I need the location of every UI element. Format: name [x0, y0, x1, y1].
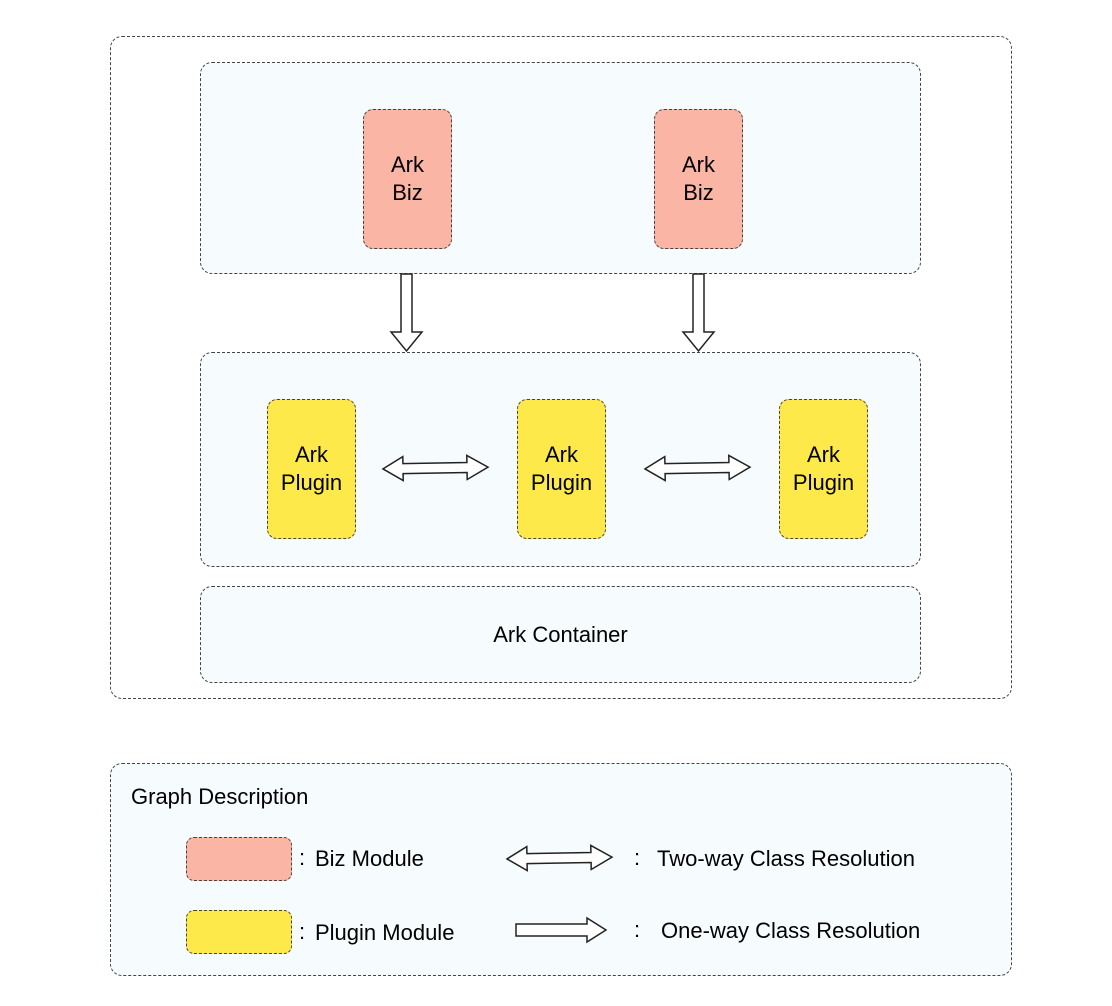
ark-biz-module: Ark Biz: [363, 109, 452, 249]
ark-plugin-module: Ark Plugin: [267, 399, 356, 539]
ark-plugin-module: Ark Plugin: [779, 399, 868, 539]
legend-title: Graph Description: [131, 784, 309, 809]
two-way-arrow-legend-icon: [505, 844, 614, 872]
legend-separator: :: [634, 917, 641, 942]
ark-plugin-module: Ark Plugin: [517, 399, 606, 539]
plugin-module-legend-label: Plugin Module: [315, 920, 455, 945]
biz-layer-panel: [200, 62, 921, 274]
two-way-legend-label: Two-way Class Resolution: [657, 846, 915, 871]
one-way-arrow: [389, 273, 424, 353]
one-way-arrow: [681, 273, 716, 353]
ark-container-label: Ark Container: [493, 622, 628, 647]
ark-biz-module: Ark Biz: [654, 109, 743, 249]
plugin-module-swatch: [186, 910, 292, 954]
legend-separator: :: [299, 919, 306, 944]
biz-module-swatch: [186, 837, 292, 881]
legend-separator: :: [299, 845, 306, 870]
one-way-arrow-legend-icon: [515, 916, 608, 944]
ark-container-panel: [200, 586, 921, 683]
one-way-legend-label: One-way Class Resolution: [661, 918, 921, 943]
two-way-arrow: [643, 454, 752, 482]
two-way-arrow: [381, 454, 490, 482]
biz-module-legend-label: Biz Module: [315, 846, 424, 871]
legend-separator: :: [634, 845, 641, 870]
